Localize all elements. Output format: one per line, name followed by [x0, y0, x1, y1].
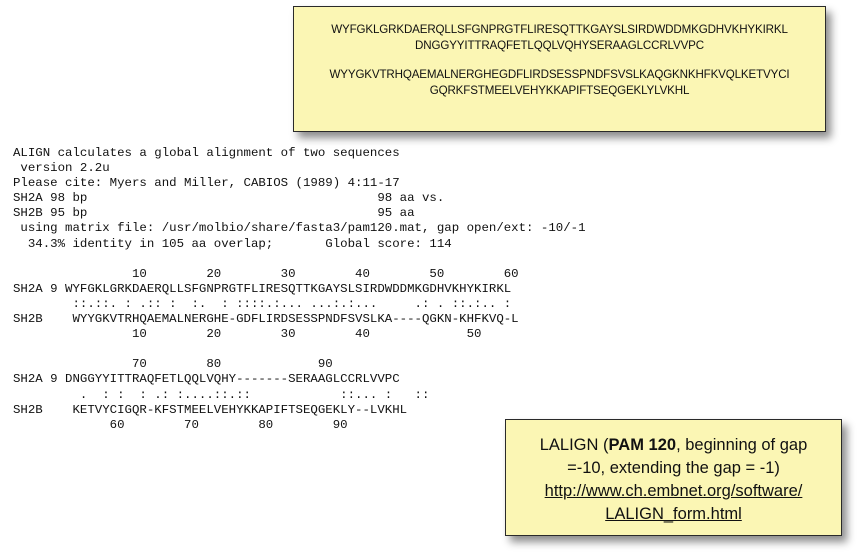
- lalign-note-line: =-10, extending the gap = -1): [567, 459, 780, 477]
- lalign-link[interactable]: LALIGN_form.html: [506, 503, 841, 526]
- sequence-sh2b: WYYGKVTRHQAEMALNERGHEGDFLIRDSESSPNDFSVSL…: [294, 67, 825, 99]
- lalign-link[interactable]: http://www.ch.embnet.org/software/: [506, 480, 841, 503]
- output-line: 10 20 30 40 50 60: [13, 266, 519, 281]
- output-line: SH2A 9 DNGGYYITTRAQFETLQQLVQHY-------SER…: [13, 372, 400, 387]
- sequence-line: WYYGKVTRHQAEMALNERGHEGDFLIRDSESSPNDFSVSL…: [329, 68, 790, 81]
- sequence-sh2a: WYFGKLGRKDAERQLLSFGNPRGTFLIRESQTTKGAYSLS…: [294, 22, 825, 54]
- output-line: using matrix file: /usr/molbio/share/fas…: [13, 221, 586, 236]
- output-line: SH2B WYYGKVTRHQAEMALNERGHE-GDFLIRDSESSPN…: [13, 312, 519, 327]
- link-text: http://www.ch.embnet.org/software/: [544, 482, 803, 500]
- link-text: LALIGN_form.html: [605, 505, 742, 523]
- sequences-note: WYFGKLGRKDAERQLLSFGNPRGTFLIRESQTTKGAYSLS…: [293, 6, 826, 132]
- sequence-line: GQRKFSTMEELVEHYKKAPIFTSEQGEKLYLVKHL: [429, 84, 690, 97]
- output-line: 10 20 30 40 50: [13, 327, 482, 342]
- output-line: SH2B 95 bp 95 aa: [13, 206, 415, 221]
- output-line: SH2B KETVYCIGQR-KFSTMEELVEHYKKAPIFTSEQGE…: [13, 402, 408, 417]
- align-output: ALIGN calculates a global alignment of t…: [13, 146, 586, 433]
- output-line: 60 70 80 90: [13, 417, 348, 432]
- sequence-line: WYFGKLGRKDAERQLLSFGNPRGTFLIRESQTTKGAYSLS…: [331, 23, 788, 36]
- output-line: Please cite: Myers and Miller, CABIOS (1…: [13, 176, 400, 191]
- lalign-label: LALIGN (: [539, 436, 609, 454]
- sequence-line: DNGGYYITTRAQFETLQQLVQHYSERAAGLCCRLVVPC: [415, 39, 704, 52]
- output-line: ALIGN calculates a global alignment of t…: [13, 146, 400, 160]
- output-line: [13, 342, 586, 357]
- gap-label: , beginning of gap: [676, 436, 808, 454]
- pam-label: PAM 120: [608, 436, 677, 454]
- lalign-note: LALIGN (PAM 120, beginning of gap =-10, …: [505, 419, 842, 536]
- output-line: [13, 252, 586, 267]
- output-line: . : : : .: :....::.:: ::... : ::: [13, 387, 430, 402]
- output-line: SH2A 9 WYFGKLGRKDAERQLLSFGNPRGTFLIRESQTT…: [13, 281, 512, 296]
- output-line: 70 80 90: [13, 357, 333, 372]
- output-line: 34.3% identity in 105 aa overlap; Global…: [13, 236, 452, 251]
- output-line: version 2.2u: [13, 161, 110, 176]
- output-line: ::.::. : .:: : :. : ::::.:... ...:.:... …: [13, 296, 512, 311]
- lalign-note-line: LALIGN (PAM 120, beginning of gap: [506, 434, 841, 457]
- output-line: SH2A 98 bp 98 aa vs.: [13, 191, 445, 206]
